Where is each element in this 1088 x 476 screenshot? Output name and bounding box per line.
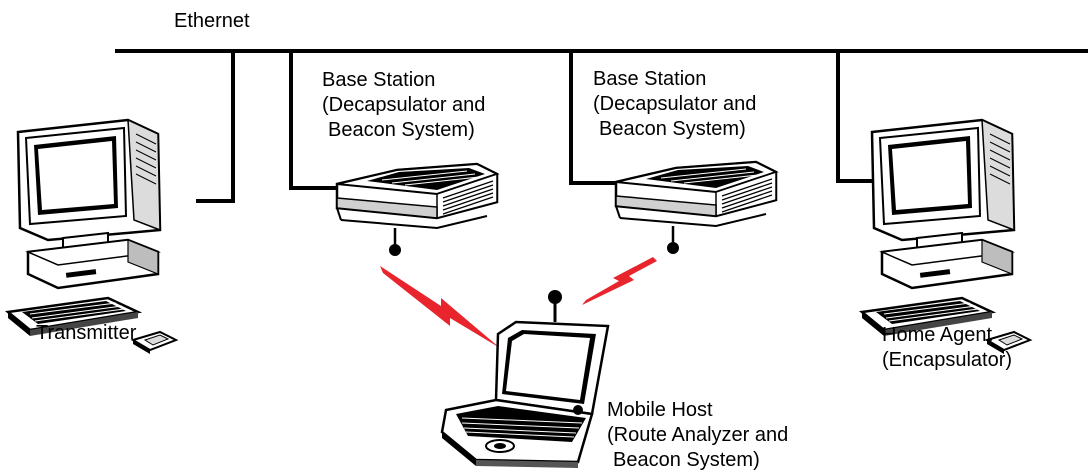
base-station-2-label-line: (Decapsulator and bbox=[593, 93, 757, 115]
transmitter-computer-icon bbox=[6, 118, 178, 356]
ethernet-label: Ethernet bbox=[174, 10, 250, 32]
mobile-host-label: Mobile Host (Route Analyzer and Beacon S… bbox=[607, 398, 788, 473]
base-station-2-label-line: Base Station bbox=[593, 68, 707, 90]
base-station-1-label: Base Station (Decapsulator and Beacon Sy… bbox=[322, 68, 485, 143]
antenna-icon bbox=[393, 226, 675, 250]
base-station-1-label-line: Base Station bbox=[322, 69, 436, 91]
base-station-1-label-line: Beacon System) bbox=[328, 119, 475, 141]
antenna-tip-icon bbox=[667, 242, 679, 254]
home-agent-label-line: Home Agent bbox=[882, 324, 993, 346]
base-station-2-label-line: Beacon System) bbox=[599, 118, 746, 140]
base-station-2-icon bbox=[614, 160, 778, 228]
base-station-1-label-line: (Decapsulator and bbox=[322, 94, 486, 116]
transmitter-label: Transmitter bbox=[36, 322, 137, 344]
mobile-host-label-line: Mobile Host bbox=[607, 399, 713, 421]
base-station-1-icon bbox=[335, 162, 499, 230]
mobile-host-label-line: (Route Analyzer and bbox=[607, 424, 789, 446]
base-station-2-label: Base Station (Decapsulator and Beacon Sy… bbox=[593, 67, 756, 142]
home-agent-label: Home Agent (Encapsulator) bbox=[882, 323, 1012, 373]
lightning-bolt-icon bbox=[380, 257, 657, 348]
mobile-host-label-line: Beacon System) bbox=[613, 449, 760, 471]
antenna-tip-icon bbox=[389, 244, 401, 256]
home-agent-label-line: (Encapsulator) bbox=[882, 349, 1013, 371]
ethernet-wiring bbox=[115, 49, 1088, 203]
mobile-host-laptop-icon bbox=[440, 290, 610, 468]
home-agent-computer-icon bbox=[860, 118, 1032, 356]
